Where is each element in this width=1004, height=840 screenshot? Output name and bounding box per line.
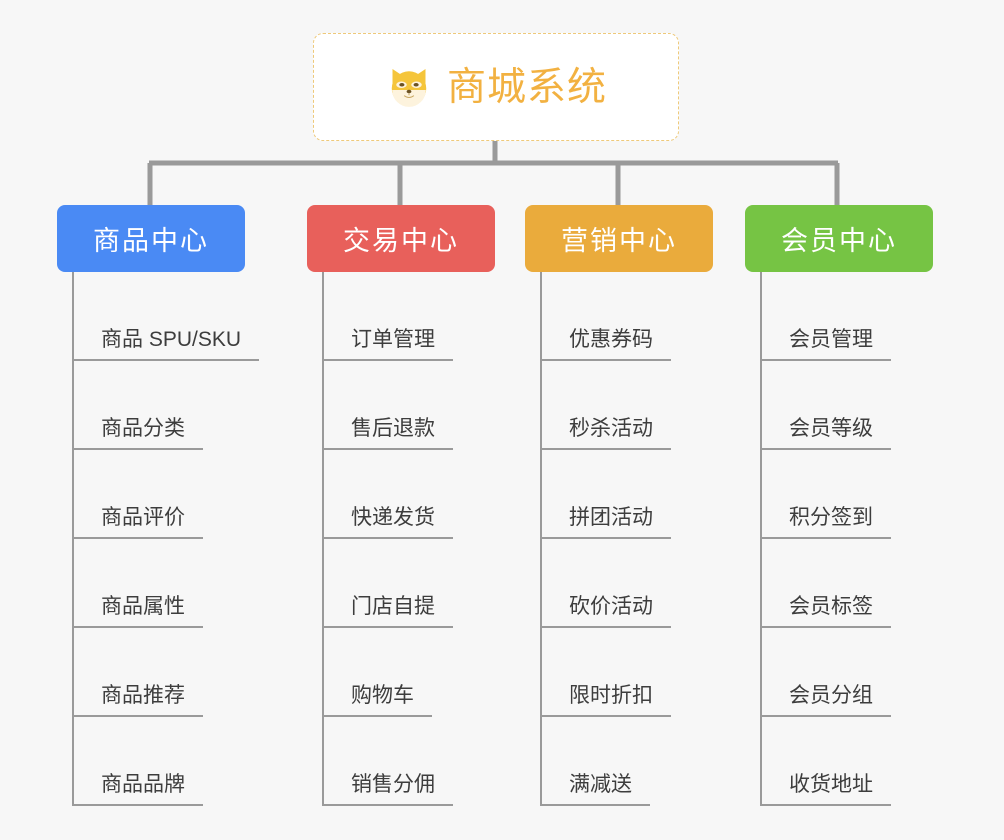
list-item[interactable]: 满减送 [540,717,713,806]
item-label: 购物车 [322,685,432,717]
list-item[interactable]: 销售分佣 [322,717,495,806]
root-node[interactable]: 商城系统 [313,33,679,141]
item-label: 商品属性 [72,596,203,628]
list-item[interactable]: 购物车 [322,628,495,717]
list-item[interactable]: 售后退款 [322,361,495,450]
list-item[interactable]: 门店自提 [322,539,495,628]
list-item[interactable]: 商品分类 [72,361,245,450]
list-item[interactable]: 订单管理 [322,272,495,361]
category-box-3[interactable]: 会员中心 [745,205,933,272]
branch-column-1: 交易中心 订单管理 售后退款 快递发货 门店自提 购物车 销售分佣 [307,205,495,806]
list-item[interactable]: 商品推荐 [72,628,245,717]
item-label: 商品评价 [72,507,203,539]
item-label: 售后退款 [322,418,453,450]
category-title-0: 商品中心 [93,226,209,256]
item-label: 销售分佣 [322,774,453,806]
item-label: 商品 SPU/SKU [72,329,260,361]
list-item[interactable]: 商品属性 [72,539,245,628]
branch-column-0: 商品中心 商品 SPU/SKU 商品分类 商品评价 商品属性 商品推荐 商品品牌 [57,205,260,806]
list-item[interactable]: 收货地址 [760,717,933,806]
item-list-3: 会员管理 会员等级 积分签到 会员标签 会员分组 收货地址 [745,272,933,806]
item-label: 商品推荐 [72,685,203,717]
item-label: 满减送 [540,774,650,806]
category-box-0[interactable]: 商品中心 [57,205,245,272]
list-item[interactable]: 商品品牌 [72,717,245,806]
item-label: 优惠券码 [540,329,671,361]
category-title-3: 会员中心 [781,226,897,256]
item-list-2: 优惠券码 秒杀活动 拼团活动 砍价活动 限时折扣 满减送 [525,272,713,806]
branch-column-2: 营销中心 优惠券码 秒杀活动 拼团活动 砍价活动 限时折扣 满减送 [525,205,713,806]
list-item[interactable]: 会员标签 [760,539,933,628]
category-box-1[interactable]: 交易中心 [307,205,495,272]
list-item[interactable]: 秒杀活动 [540,361,713,450]
shiba-dog-icon [391,69,427,107]
list-item[interactable]: 商品评价 [72,450,245,539]
item-label: 商品品牌 [72,774,203,806]
list-item[interactable]: 拼团活动 [540,450,713,539]
list-item[interactable]: 砍价活动 [540,539,713,628]
item-label: 快递发货 [322,507,453,539]
item-label: 收货地址 [760,774,891,806]
item-label: 会员等级 [760,418,891,450]
item-list-1: 订单管理 售后退款 快递发货 门店自提 购物车 销售分佣 [307,272,495,806]
list-item[interactable]: 优惠券码 [540,272,713,361]
item-label: 秒杀活动 [540,418,671,450]
item-label: 拼团活动 [540,507,671,539]
item-label: 会员分组 [760,685,891,717]
item-label: 会员标签 [760,596,891,628]
list-item[interactable]: 会员分组 [760,628,933,717]
item-label: 商品分类 [72,418,203,450]
category-box-2[interactable]: 营销中心 [525,205,713,272]
category-title-2: 营销中心 [561,226,677,256]
item-label: 会员管理 [760,329,891,361]
list-item[interactable]: 会员管理 [760,272,933,361]
list-item[interactable]: 商品 SPU/SKU [72,272,260,361]
item-label: 限时折扣 [540,685,671,717]
root-title: 商城系统 [446,65,607,109]
category-title-1: 交易中心 [343,226,459,256]
list-item[interactable]: 限时折扣 [540,628,713,717]
item-label: 门店自提 [322,596,453,628]
list-item[interactable]: 会员等级 [760,361,933,450]
list-item[interactable]: 积分签到 [760,450,933,539]
list-item[interactable]: 快递发货 [322,450,495,539]
item-label: 订单管理 [322,329,453,361]
branch-column-3: 会员中心 会员管理 会员等级 积分签到 会员标签 会员分组 收货地址 [745,205,933,806]
item-label: 砍价活动 [540,596,671,628]
item-list-0: 商品 SPU/SKU 商品分类 商品评价 商品属性 商品推荐 商品品牌 [57,272,260,806]
item-label: 积分签到 [760,507,891,539]
